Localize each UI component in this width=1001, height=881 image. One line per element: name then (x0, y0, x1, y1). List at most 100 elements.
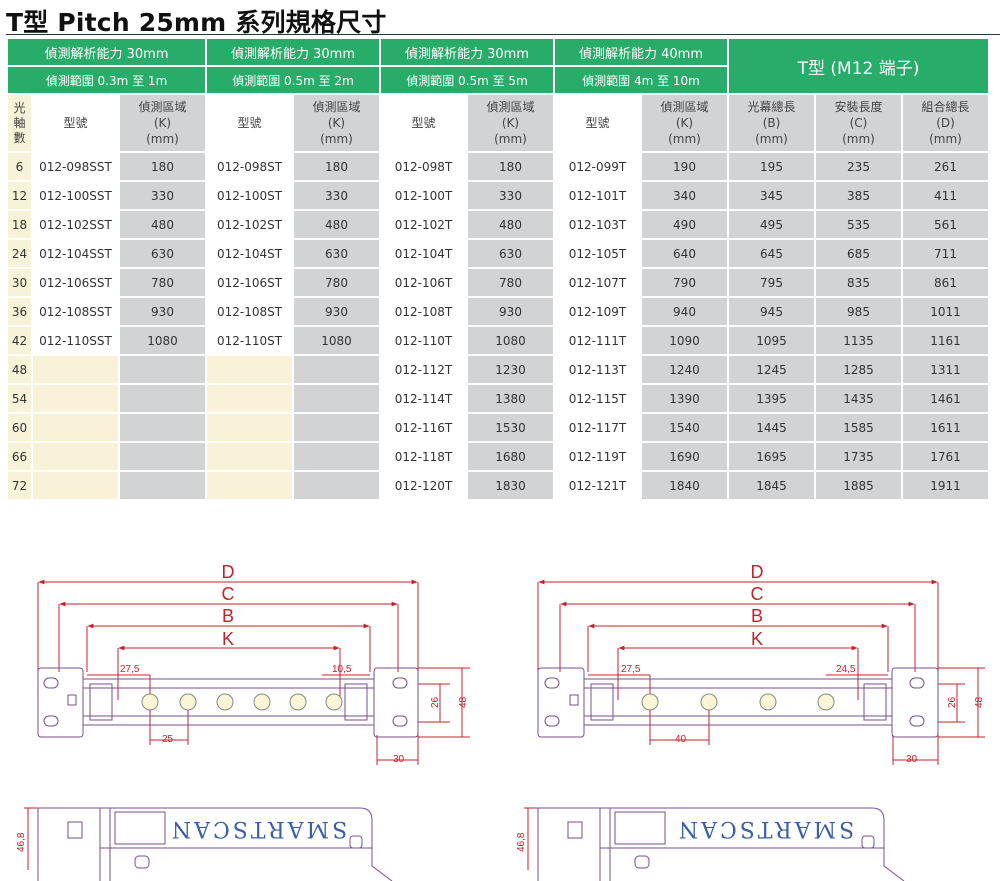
dim-letter-k-right: K (751, 629, 763, 649)
col-header-area-1: 偵測區域(K)(mm) (120, 95, 205, 151)
group-4-resolution: 偵測解析能力 40mm (555, 39, 727, 65)
logo-text-left: SMARTSCAN (169, 816, 347, 841)
table-cell-m1: 012-108SST (33, 298, 118, 325)
table-cell-m3: 012-114T (381, 385, 466, 412)
table-cell-k4: 190 (642, 153, 727, 180)
col-header-model-2: 型號 (207, 95, 292, 151)
dim-bracket-height-right: 26 (947, 696, 958, 708)
table-cell-d: 1761 (903, 443, 988, 470)
table-cell-k2: 180 (294, 153, 379, 180)
table-cell-m3: 012-102T (381, 211, 466, 238)
table-cell-d: 1161 (903, 327, 988, 354)
front-view-right: D C B K 27,5 24,5 40 30 26 48 (537, 562, 985, 765)
dim-total-height-right: 48 (974, 696, 985, 708)
table-cell-k4: 1240 (642, 356, 727, 383)
table-cell-k4: 1390 (642, 385, 727, 412)
table-cell-c: 1735 (816, 443, 901, 470)
table-cell-m3: 012-104T (381, 240, 466, 267)
table-cell-m1: 012-100SST (33, 182, 118, 209)
table-cell-k4: 1840 (642, 472, 727, 499)
table-cell-k2: 330 (294, 182, 379, 209)
table-cell-c: 1435 (816, 385, 901, 412)
dim-pitch-right: 40 (675, 734, 687, 745)
table-cell-m1: 012-102SST (33, 211, 118, 238)
table-cell-m2: 012-104ST (207, 240, 292, 267)
col-header-total-length: 光幕總長(B)(mm) (729, 95, 814, 151)
table-cell-m3: 012-106T (381, 269, 466, 296)
dim-left-offset-right: 27,5 (621, 664, 641, 675)
col-header-axes: 光軸數 (8, 95, 31, 151)
table-cell-b: 1095 (729, 327, 814, 354)
table-cell-k1: 930 (120, 298, 205, 325)
table-cell-k1: 780 (120, 269, 205, 296)
table-cell-b: 1395 (729, 385, 814, 412)
table-cell-c: 1285 (816, 356, 901, 383)
table-cell-axes: 66 (8, 443, 31, 470)
table-cell-m4: 012-103T (555, 211, 640, 238)
dim-bracket-width: 30 (393, 754, 405, 765)
table-cell-k3: 180 (468, 153, 553, 180)
table-cell-b: 645 (729, 240, 814, 267)
dim-letter-c-right: C (751, 584, 764, 604)
front-view-left: D C B K 27,5 10,5 25 30 26 48 (37, 562, 470, 765)
dim-right-offset-right: 24,5 (836, 664, 856, 675)
table-cell-k3: 1080 (468, 327, 553, 354)
table-cell-k2 (294, 356, 379, 383)
spec-table: 偵測解析能力 30mm 偵測解析能力 30mm 偵測解析能力 30mm 偵測解析… (6, 37, 990, 501)
table-cell-axes: 42 (8, 327, 31, 354)
table-cell-k3: 930 (468, 298, 553, 325)
table-cell-axes: 36 (8, 298, 31, 325)
table-cell-c: 985 (816, 298, 901, 325)
table-cell-k1 (120, 385, 205, 412)
table-cell-m4: 012-115T (555, 385, 640, 412)
col-header-model-3: 型號 (381, 95, 466, 151)
table-cell-m2: 012-102ST (207, 211, 292, 238)
table-cell-m3: 012-116T (381, 414, 466, 441)
table-cell-b: 345 (729, 182, 814, 209)
table-cell-m4: 012-101T (555, 182, 640, 209)
table-cell-axes: 48 (8, 356, 31, 383)
table-cell-k2: 780 (294, 269, 379, 296)
table-cell-m2: 012-098ST (207, 153, 292, 180)
group-3-resolution: 偵測解析能力 30mm (381, 39, 553, 65)
table-cell-k3: 1680 (468, 443, 553, 470)
dim-letter-d-right: D (751, 562, 764, 582)
table-cell-c: 1135 (816, 327, 901, 354)
table-cell-c: 535 (816, 211, 901, 238)
table-cell-k1: 330 (120, 182, 205, 209)
table-cell-d: 711 (903, 240, 988, 267)
right-group-header: T型 (M12 端子) (729, 39, 988, 93)
table-cell-m1: 012-104SST (33, 240, 118, 267)
dim-letter-b: B (222, 606, 234, 626)
table-cell-m4: 012-099T (555, 153, 640, 180)
table-cell-m3: 012-112T (381, 356, 466, 383)
table-cell-m1 (33, 443, 118, 470)
table-cell-k4: 940 (642, 298, 727, 325)
table-cell-m3: 012-120T (381, 472, 466, 499)
table-cell-k2 (294, 443, 379, 470)
table-cell-k3: 1230 (468, 356, 553, 383)
side-view-right: 46,8 SMARTSCAN (516, 807, 905, 881)
table-cell-b: 195 (729, 153, 814, 180)
table-cell-d: 861 (903, 269, 988, 296)
table-cell-k4: 1090 (642, 327, 727, 354)
table-cell-c: 385 (816, 182, 901, 209)
table-cell-k2: 1080 (294, 327, 379, 354)
table-cell-k4: 1540 (642, 414, 727, 441)
table-cell-m4: 012-107T (555, 269, 640, 296)
table-cell-b: 1695 (729, 443, 814, 470)
table-cell-d: 561 (903, 211, 988, 238)
table-cell-m2 (207, 356, 292, 383)
table-cell-b: 1245 (729, 356, 814, 383)
table-cell-m3: 012-110T (381, 327, 466, 354)
col-header-model-4: 型號 (555, 95, 640, 151)
col-header-combined-length: 組合總長(D)(mm) (903, 95, 988, 151)
table-cell-k3: 1530 (468, 414, 553, 441)
table-cell-k1: 1080 (120, 327, 205, 354)
side-height-label-right: 46,8 (516, 832, 527, 852)
side-view-left: 46,8 SMARTSCAN (16, 807, 393, 881)
